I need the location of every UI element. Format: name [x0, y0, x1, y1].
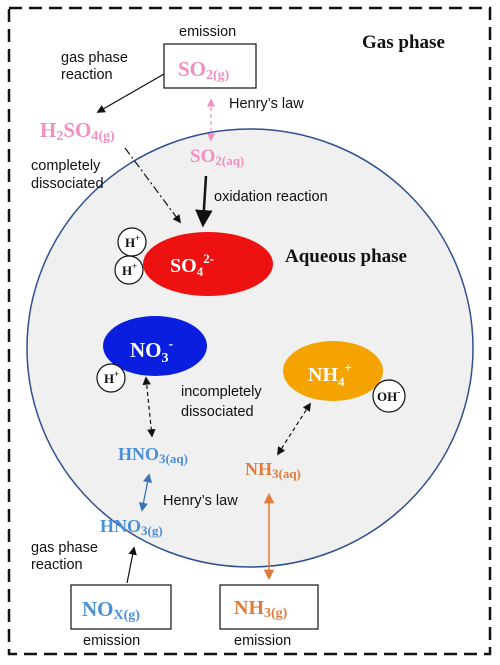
so2-gas-formula: SO2(g): [178, 57, 230, 83]
emission-label-bottom-right: emission: [234, 633, 291, 649]
label-line: dissociated: [181, 404, 254, 420]
ammonium-ellipse: [283, 341, 383, 401]
hno3-aq-formula: HNO3(aq): [118, 444, 188, 466]
sulfate-formula: SO42-: [170, 251, 214, 279]
h-plus-label-3: H+: [104, 369, 119, 386]
label-line: completely: [31, 158, 101, 174]
nh3-gas-formula: NH3(g): [234, 597, 288, 621]
label-line: reaction: [61, 67, 113, 83]
sulfate-ellipse: [143, 232, 273, 296]
label-line: gas phase: [31, 540, 98, 556]
so2-gas-box: [163, 43, 257, 89]
aqueous-phase-title: Aqueous phase: [285, 246, 407, 267]
nox-gas-box: [70, 584, 172, 630]
arrow-nox-to-hno3: [126, 546, 137, 584]
h-plus-label-2: H+: [122, 261, 137, 278]
label-line: reaction: [31, 557, 83, 573]
emission-label-bottom-left: emission: [83, 633, 140, 649]
nh3-aq-formula: NH3(aq): [245, 459, 301, 481]
h-plus-circle-3: [96, 363, 126, 393]
oh-minus-label: OH-: [377, 387, 400, 404]
arrow-oxidation: [195, 175, 213, 228]
nox-gas-formula: NOX(g): [82, 597, 140, 623]
arrow-no3-hno3aq: [142, 376, 156, 438]
oh-minus-circle: [372, 379, 406, 413]
nitrate-ellipse: [103, 316, 207, 376]
h2so4-gas-formula: H2SO4(g): [40, 118, 115, 144]
arrow-henry-hno3: [138, 473, 153, 512]
henrys-law-label-top: Henry’s law: [229, 96, 304, 112]
arrow-h2so4-to-so4: [124, 147, 182, 224]
nh3-gas-box: [219, 584, 319, 630]
ammonium-formula: NH4+: [308, 360, 352, 389]
oxidation-reaction-label: oxidation reaction: [214, 189, 328, 205]
arrow-so2-to-h2so4: [96, 73, 165, 113]
gas-phase-title: Gas phase: [362, 32, 445, 53]
label-line: gas phase: [61, 50, 128, 66]
label-line: dissociated: [31, 176, 104, 192]
emission-label-top: emission: [179, 24, 236, 40]
gas-phase-frame: [7, 6, 492, 656]
h-plus-circle-2: [114, 255, 144, 285]
label-line: incompletely: [181, 384, 262, 400]
so2-aq-formula: SO2(aq): [190, 146, 244, 168]
nitrate-formula: NO3-: [130, 337, 174, 366]
henrys-law-label-bottom: Henry’s law: [163, 493, 238, 509]
completely-dissociated-label: completely dissociated: [31, 158, 104, 192]
h-plus-label-1: H+: [125, 233, 140, 250]
arrow-nh4-nh3aq: [277, 402, 311, 456]
incompletely-dissociated-label: incompletely dissociated: [181, 384, 262, 420]
hno3-gas-formula: HNO3(g): [100, 516, 163, 538]
